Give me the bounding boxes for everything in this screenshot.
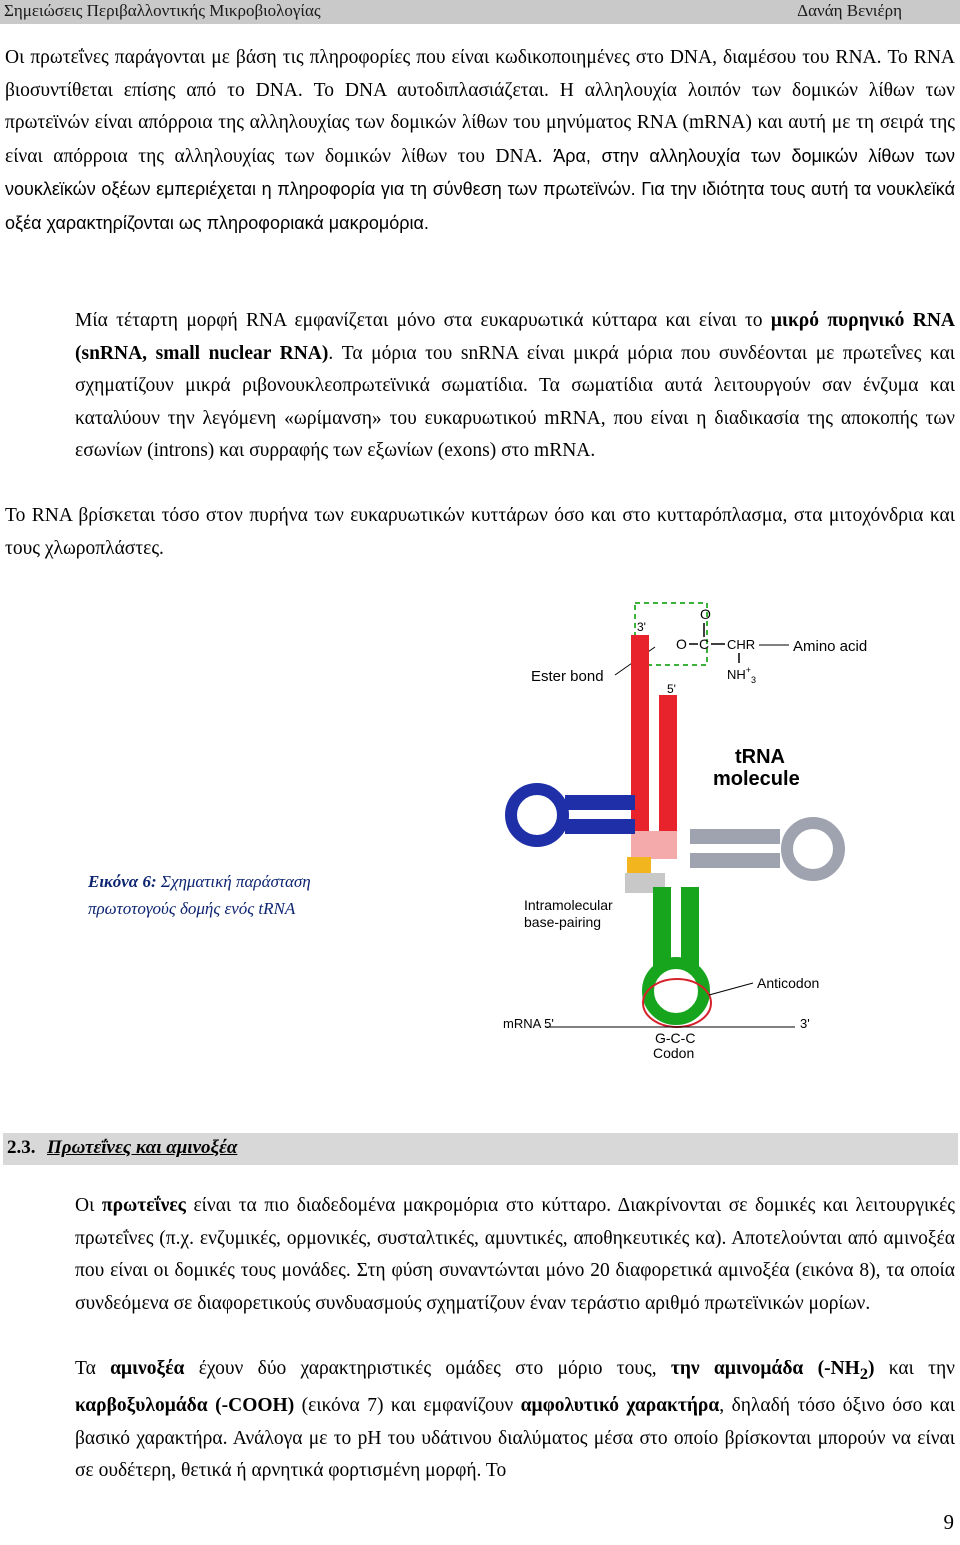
acceptor-stem — [631, 635, 677, 859]
header-course-title: Σημειώσεις Περιβαλλοντικής Μικροβιολογία… — [4, 1, 321, 20]
anticodon-arm — [642, 887, 712, 1028]
intramolecular-label: Intramolecular — [524, 897, 613, 913]
paragraph-part: Οι πρωτεΐνες παράγονται με βάση τις πληρ… — [5, 47, 955, 167]
header-author: Δανάη Βενιέρη — [797, 1, 902, 20]
paragraph-part: (εικόνα 7) και εμφανίζουν — [294, 1395, 521, 1417]
proteins-term: πρωτεΐνες — [101, 1195, 186, 1216]
paragraph-part: Οι — [75, 1195, 102, 1216]
nh3-label: NH+3 — [727, 665, 756, 685]
d-arm — [505, 783, 635, 847]
snrna-term: μικρό πυρηνικό RNA (snRNA, small nuclear… — [75, 310, 955, 364]
oxygen-top: O — [700, 606, 711, 622]
paragraph-proteins-dna: Οι πρωτεΐνες παράγονται με βάση τις πληρ… — [5, 42, 955, 240]
mrna-label: mRNA 5' — [503, 1016, 554, 1031]
amino-group-term: την αμινομάδα (-NH2) — [670, 1358, 875, 1383]
trna-diagram: O O C CHR NH+3 Amino acid Ester bond 3' … — [503, 602, 867, 1060]
ester-bond-box — [634, 602, 708, 666]
paragraph-amino-acids: Τα αμινοξέα έχουν δύο χαρακτηριστικές ομ… — [5, 1353, 955, 1488]
chr-label: CHR — [727, 637, 755, 652]
figure-caption: Εικόνα 6: Σχηματική παράσταση πρωτοτογού… — [88, 868, 378, 922]
paragraph-part: , δηλαδή τόσο όξινο όσο και βασικό χαρακ… — [75, 1395, 955, 1482]
codon-sequence: G-C-C — [655, 1030, 695, 1046]
oxygen-left: O — [676, 636, 687, 652]
paragraph-part: Άρα, στην αλληλουχία των δομικών λίθων τ… — [5, 145, 955, 233]
trna-title-line2: molecule — [713, 768, 800, 790]
page-number: 9 — [943, 1510, 955, 1534]
amino-acid-label: Amino acid — [793, 638, 867, 655]
paragraph-proteins: Οι πρωτεΐνες είναι τα πιο διαδεδομένα μα… — [5, 1190, 955, 1320]
paragraph-part: Το RNA βρίσκεται τόσο στον πυρήνα των ευ… — [5, 505, 955, 559]
base-pairing-label: base-pairing — [524, 914, 601, 930]
section-number: 2.3. — [7, 1137, 36, 1158]
anticodon-label: Anticodon — [757, 975, 819, 991]
codon-label: Codon — [653, 1045, 694, 1060]
carbon-atom: C — [699, 636, 709, 652]
section-title: Πρωτεΐνες και αμινοξέα — [47, 1137, 238, 1158]
figure-caption-text: Σχηματική παράσταση πρωτοτογούς δομής εν… — [88, 872, 311, 918]
paragraph-part: Τα — [75, 1358, 111, 1379]
five-prime-end: 5' — [667, 682, 676, 696]
ester-bond-label: Ester bond — [531, 668, 604, 685]
paragraph-rna-location: Το RNA βρίσκεται τόσο στον πυρήνα των ευ… — [5, 500, 955, 565]
t-arm — [690, 817, 845, 881]
paragraph-snrna: Μία τέταρτη μορφή RNA εμφανίζεται μόνο σ… — [5, 305, 955, 468]
paragraph-part: Μία τέταρτη μορφή RNA εμφανίζεται μόνο σ… — [75, 310, 771, 331]
amphoteric-term: αμφολυτικό χαρακτήρα — [520, 1395, 720, 1417]
figure-caption-label: Εικόνα 6: — [88, 872, 157, 891]
amino-acids-term: αμινοξέα — [110, 1358, 185, 1379]
paragraph-part: και την — [874, 1358, 955, 1379]
three-prime-end: 3' — [637, 620, 646, 634]
paragraph-part: . Τα μόρια του snRNA είναι μικρά μόρια π… — [75, 342, 956, 462]
mrna-3prime: 3' — [800, 1016, 810, 1031]
carboxyl-group-term: καρβοξυλομάδα (-COOH) — [75, 1395, 295, 1417]
trna-title-line1: tRNA — [735, 746, 785, 768]
page-header: Σημειώσεις Περιβαλλοντικής Μικροβιολογία… — [0, 0, 960, 24]
section-header: 2.3. Πρωτεΐνες και αμινοξέα — [3, 1133, 958, 1165]
paragraph-part: έχουν δύο χαρακτηριστικές ομάδες στο μόρ… — [184, 1358, 671, 1379]
paragraph-part: είναι τα πιο διαδεδομένα μακρομόρια στο … — [75, 1195, 955, 1314]
